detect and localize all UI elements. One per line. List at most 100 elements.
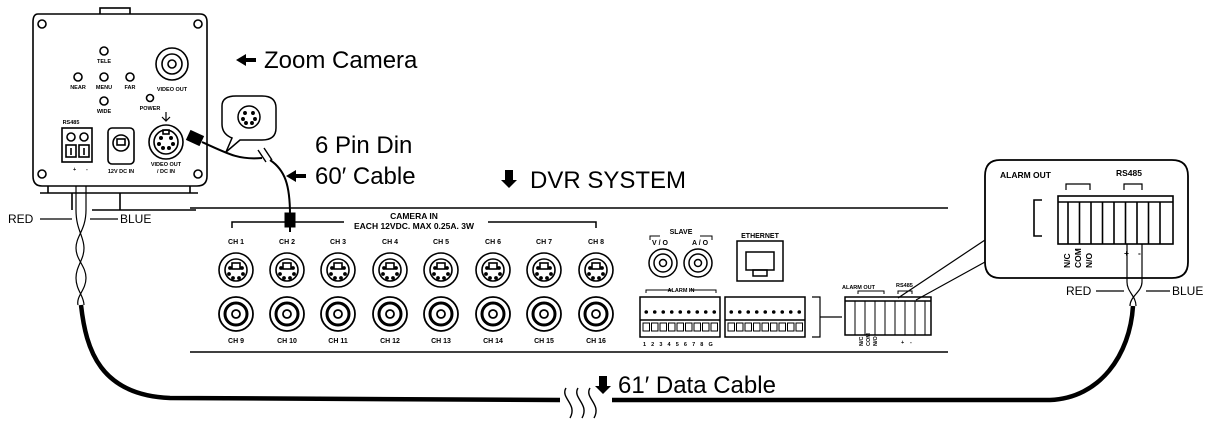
channel-label-top: CH 1	[228, 239, 244, 246]
terminal-pin	[642, 322, 650, 332]
dvr-nc-label: N/C	[859, 337, 865, 347]
terminal-screw	[771, 310, 776, 314]
terminal-screw	[669, 310, 674, 314]
minus-mark: -	[86, 167, 88, 173]
channel-label-top: CH 5	[433, 239, 449, 246]
terminal-pin	[727, 322, 735, 332]
terminal-screw	[754, 310, 759, 314]
channel-label-bottom: CH 11	[328, 338, 348, 345]
terminal-screw	[712, 310, 717, 314]
channel-din-3	[320, 252, 356, 288]
near-label: NEAR	[70, 85, 86, 91]
channel-label-bottom: CH 12	[380, 338, 400, 345]
wide-label: WIDE	[97, 109, 112, 115]
alarm-in-label: ALARM IN	[668, 288, 695, 294]
channel-label-top: CH 7	[536, 239, 552, 246]
plus-mark: +	[73, 167, 76, 173]
zoom-nc-label: N/C	[1062, 253, 1072, 268]
terminal-screw	[797, 310, 802, 314]
down-arrow-icon	[595, 376, 611, 394]
left-red-label: RED	[8, 212, 34, 226]
camera-in-title: CAMERA IN	[390, 211, 438, 221]
right-wire-pair	[1096, 244, 1170, 307]
channel-label-top: CH 2	[279, 239, 295, 246]
channel-bnc-16	[578, 296, 614, 332]
dvr-alarm-out-label: ALARM OUT	[842, 285, 876, 291]
terminal-screw	[780, 310, 785, 314]
terminal-pin	[693, 322, 701, 332]
video-out-label: VIDEO OUT	[157, 87, 188, 93]
channel-label-bottom: CH 14	[483, 338, 503, 345]
terminal-screw	[729, 310, 734, 314]
terminal-pin	[753, 322, 761, 332]
channel-din-8	[578, 252, 614, 288]
data-cable-caption: 61′ Data Cable	[618, 372, 776, 399]
video-out-dc-label-1: VIDEO OUT	[151, 162, 182, 168]
terminal-pin	[736, 322, 744, 332]
left-arrow-icon	[236, 54, 256, 66]
cable-60-caption: 60′ Cable	[315, 163, 416, 190]
terminal-pin	[676, 322, 684, 332]
terminal-screw	[686, 310, 691, 314]
channel-label-top: CH 8	[588, 239, 604, 246]
channel-din-4	[372, 252, 408, 288]
alarm-in-numbers: 1 2 3 4 5 6 7 8 G	[643, 342, 715, 348]
terminal-screw	[746, 310, 751, 314]
zoom-camera	[32, 7, 208, 211]
channel-din-1	[218, 252, 254, 288]
dvr-panel	[190, 207, 948, 353]
channel-bnc-10	[269, 296, 305, 332]
ao-label: A / O	[692, 240, 709, 247]
dvr-system-caption: DVR SYSTEM	[530, 167, 686, 194]
zoom-terminal	[1033, 183, 1174, 245]
terminal-screw	[788, 310, 793, 314]
channel-bnc-14	[475, 296, 511, 332]
channel-label-top: CH 4	[382, 239, 398, 246]
dc-in-label: 12V DC IN	[108, 169, 134, 175]
channel-label-top: CH 3	[330, 239, 346, 246]
channel-bnc-13	[423, 296, 459, 332]
channel-bnc-11	[320, 296, 356, 332]
channel-label-bottom: CH 10	[277, 338, 297, 345]
power-label: POWER	[140, 106, 161, 112]
far-label: FAR	[125, 85, 136, 91]
terminal-pin	[761, 322, 769, 332]
terminal-screw	[678, 310, 683, 314]
ethernet-label: ETHERNET	[741, 233, 779, 240]
zoom-rs485-label: RS485	[1116, 168, 1142, 178]
dvr-plus-label: +	[901, 340, 904, 346]
terminal-screw	[652, 310, 657, 314]
dvr-terminal-pins	[642, 301, 926, 335]
menu-label: MENU	[96, 85, 112, 91]
zoom-alarm-out-label: ALARM OUT	[1000, 170, 1052, 180]
terminal-pin	[668, 322, 676, 332]
vo-label: V / O	[652, 240, 669, 247]
channel-label-bottom: CH 9	[228, 338, 244, 345]
slave-label: SLAVE	[670, 229, 693, 236]
terminal-pin	[651, 322, 659, 332]
channel-bnc-15	[526, 296, 562, 332]
terminal-pin	[659, 322, 667, 332]
zoom-camera-caption: Zoom Camera	[264, 47, 418, 74]
din-cable	[185, 129, 296, 232]
terminal-pin	[778, 322, 786, 332]
terminal-pin	[702, 322, 710, 332]
left-wire-pair	[40, 186, 118, 306]
din-connector-bubble	[221, 95, 277, 153]
terminal-screw	[695, 310, 700, 314]
channel-label-bottom: CH 15	[534, 338, 554, 345]
dvr-com-label: COM	[866, 333, 872, 346]
channel-label-bottom: CH 13	[431, 338, 451, 345]
right-blue-label: BLUE	[1172, 284, 1203, 298]
down-arrow-icon	[501, 170, 517, 188]
terminal-screw	[703, 310, 708, 314]
zoom-leader-lines	[897, 239, 986, 301]
terminal-pin	[744, 322, 752, 332]
dvr-no-label: N/O	[873, 336, 879, 347]
terminal-screw	[763, 310, 768, 314]
terminal-pin	[710, 322, 718, 332]
tele-label: TELE	[97, 59, 111, 65]
terminal-pin	[787, 322, 795, 332]
